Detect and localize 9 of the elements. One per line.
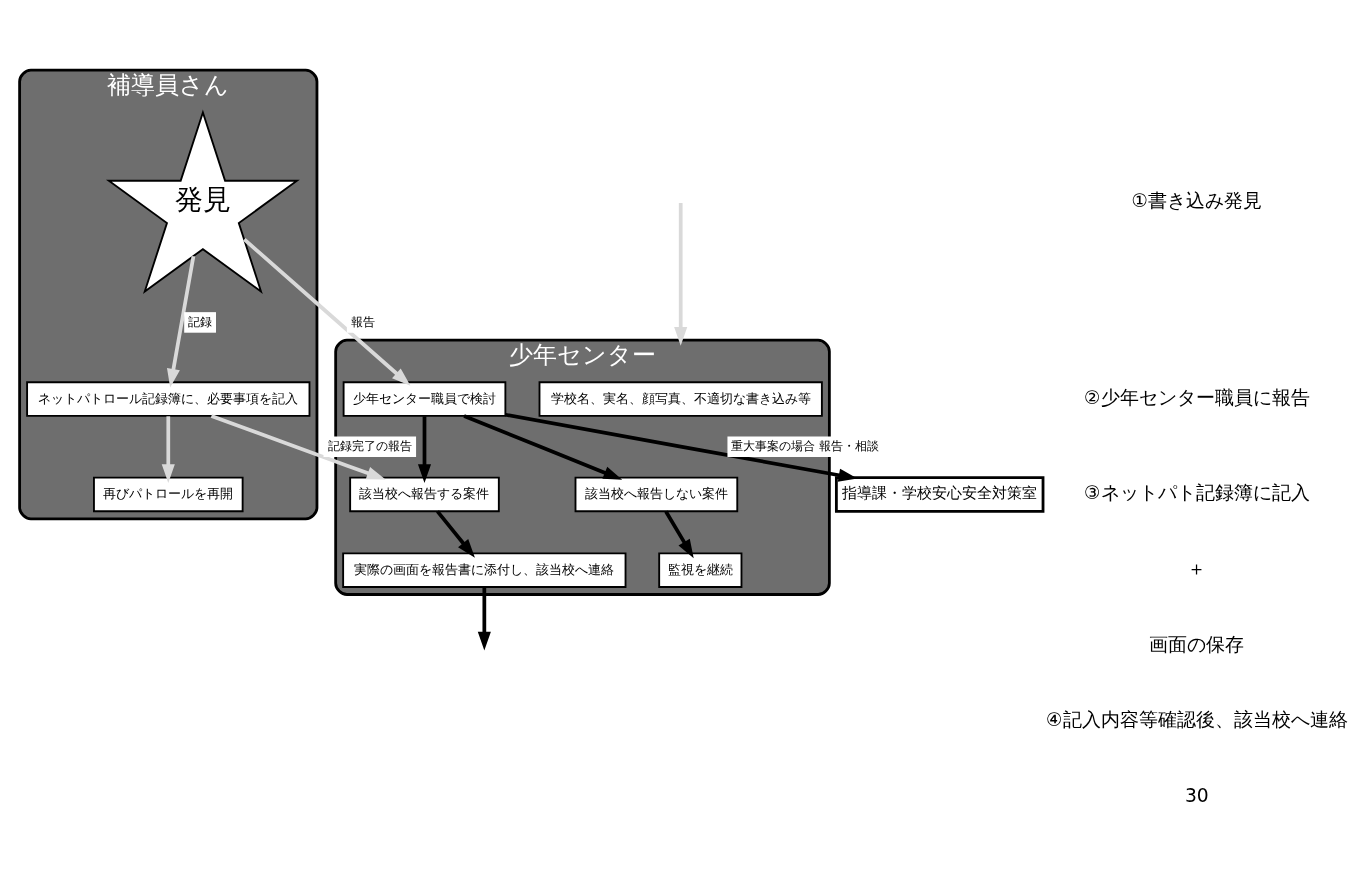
label: 30 xyxy=(1184,784,1209,806)
label: ③ネットパト記録簿に記入 xyxy=(1083,481,1310,503)
edge-label: 記録 xyxy=(187,314,212,329)
label: ②少年センター職員に報告 xyxy=(1083,386,1310,408)
label: ④記入内容等確認後、該当校へ連絡 xyxy=(1045,708,1348,730)
edge-label: 報告 xyxy=(350,314,375,329)
label: 画面の保存 xyxy=(1149,633,1245,655)
label: ①書き込み発見 xyxy=(1131,189,1263,211)
label: ＋ xyxy=(1187,557,1207,579)
